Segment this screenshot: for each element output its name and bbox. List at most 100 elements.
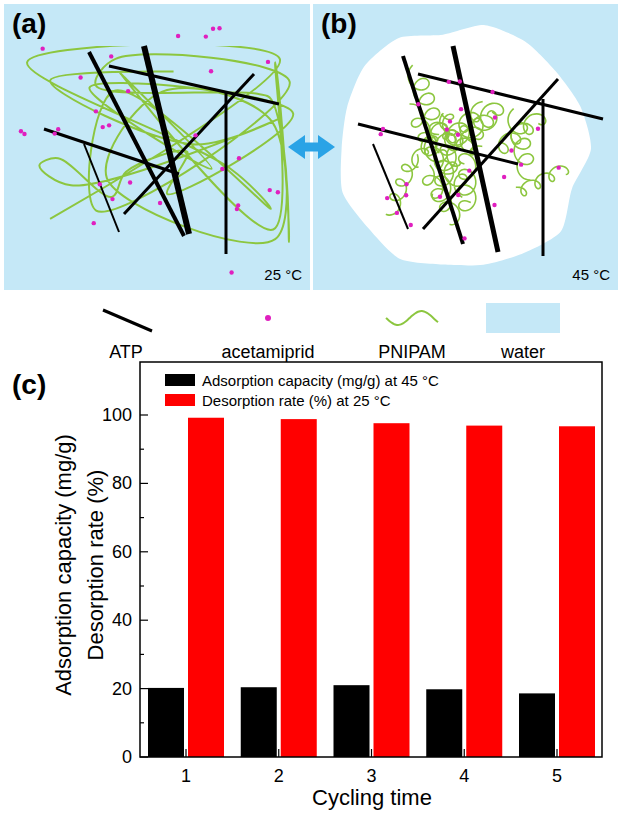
arrow-shaft	[302, 143, 321, 152]
acetamiprid-dot	[52, 131, 56, 135]
adsorption-bar	[241, 687, 277, 757]
legend-label: Desorption rate (%) at 25 °C	[202, 393, 391, 408]
acetamiprid-dot	[19, 129, 23, 133]
legend-swatch	[165, 394, 195, 406]
legend-dot	[265, 315, 271, 321]
acetamiprid-dot	[211, 27, 215, 31]
x-tick-label: 1	[181, 767, 191, 785]
acetamiprid-dot	[447, 80, 451, 84]
x-tick	[464, 749, 465, 757]
y-tick	[140, 688, 148, 689]
acetamiprid-dot	[492, 203, 496, 207]
acetamiprid-dot	[56, 127, 60, 131]
acetamiprid-dot	[556, 165, 560, 169]
arrowhead	[288, 135, 305, 159]
y-tick-label: 80	[112, 474, 132, 492]
water-background	[313, 4, 618, 290]
adsorption-bar	[426, 689, 462, 757]
water-background	[4, 4, 310, 290]
acetamiprid-dot	[459, 107, 463, 111]
legend-label: acetamiprid	[221, 343, 314, 361]
y-tick	[140, 414, 148, 415]
legend-label: water	[501, 343, 545, 361]
temperature-label: 45 °C	[572, 267, 610, 282]
acetamiprid-dot	[126, 89, 130, 93]
adsorption-bar	[334, 685, 370, 757]
desorption-bar	[374, 423, 410, 757]
legend-label: ATP	[109, 343, 143, 361]
x-axis-title: Cycling time	[312, 787, 432, 809]
acetamiprid-dot	[416, 102, 420, 106]
y-tick	[140, 483, 148, 484]
y-tick-label: 0	[122, 748, 132, 766]
legend-samples	[103, 303, 560, 406]
desorption-bar	[559, 426, 595, 757]
acetamiprid-dot	[509, 148, 513, 152]
acetamiprid-dot	[229, 270, 233, 274]
legend-chain	[386, 311, 438, 325]
atp-rod	[124, 74, 254, 214]
acetamiprid-dot	[109, 54, 113, 58]
acetamiprid-dot	[276, 190, 280, 194]
acetamiprid-dot	[209, 69, 213, 73]
plot-frame	[140, 362, 602, 757]
double-arrow	[288, 135, 335, 159]
panel-letter: (b)	[321, 10, 357, 38]
atp-rod	[418, 74, 603, 119]
x-tick	[371, 749, 372, 757]
acetamiprid-dot	[385, 196, 389, 200]
scheme-panel: (b) 45 °C	[313, 4, 618, 290]
x-tick	[278, 749, 279, 757]
y-tick-label: 100	[102, 406, 132, 424]
acetamiprid-dot	[22, 132, 26, 136]
pnipam-coil	[459, 154, 476, 211]
acetamiprid-dot	[462, 236, 466, 240]
acetamiprid-dot	[536, 126, 540, 130]
scheme-panel: (a)25 °C	[4, 4, 310, 290]
acetamiprid-dot	[98, 182, 102, 186]
x-tick	[185, 749, 186, 757]
acetamiprid-dot	[268, 188, 272, 192]
acetamiprid-dot	[158, 201, 162, 205]
panel-letter: (a)	[12, 10, 46, 38]
acetamiprid-dot	[101, 125, 105, 129]
y-tick-label: 60	[112, 543, 132, 561]
x-tick-label: 2	[274, 767, 284, 785]
desorption-bar	[466, 426, 502, 757]
acetamiprid-dot	[381, 127, 385, 131]
acetamiprid-dot	[404, 193, 408, 197]
acetamiprid-dot	[107, 123, 111, 127]
acetamiprid-dot	[448, 119, 452, 123]
acetamiprid-dot	[490, 90, 494, 94]
atp-rod	[423, 79, 558, 229]
acetamiprid-dot	[395, 211, 399, 215]
x-tick-label: 4	[459, 767, 469, 785]
bars	[148, 418, 595, 757]
atp-rod	[225, 92, 228, 254]
legend-swatch	[486, 303, 560, 333]
legend-label: PNIPAM	[378, 343, 446, 361]
acetamiprid-dot	[404, 182, 408, 186]
y-tick	[140, 449, 144, 450]
atp-rod	[358, 124, 518, 164]
y-axis-title: Adsorption capacity (mg/g)	[53, 434, 75, 696]
y-tick-label: 40	[112, 611, 132, 629]
acetamiprid-dot	[236, 203, 240, 207]
desorption-bar	[281, 419, 317, 757]
acetamiprid-dot	[78, 75, 82, 79]
acetamiprid-dot	[493, 115, 497, 119]
acetamiprid-dot	[379, 132, 383, 136]
legend-label: Adsorption capacity (mg/g) at 45 °C	[202, 373, 439, 388]
acetamiprid-dot	[438, 195, 442, 199]
legend-swatch	[165, 374, 195, 386]
acetamiprid-dot	[409, 223, 413, 227]
acetamiprid-dot	[92, 221, 96, 225]
acetamiprid-dot	[193, 133, 197, 137]
acetamiprid-dot	[128, 180, 132, 184]
atp-rod	[373, 144, 408, 229]
y-tick	[140, 551, 148, 552]
x-tick-label: 3	[366, 767, 376, 785]
acetamiprid-dot	[204, 34, 208, 38]
